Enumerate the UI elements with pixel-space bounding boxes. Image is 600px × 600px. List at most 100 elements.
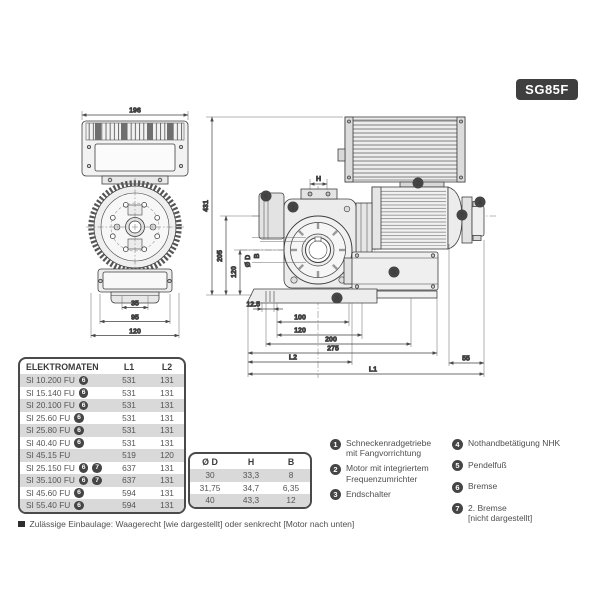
svg-text:2: 2 xyxy=(416,180,420,187)
dim-label: 120 xyxy=(294,328,306,335)
l2-cell: 131 xyxy=(160,462,174,473)
l2-cell: 131 xyxy=(160,387,174,398)
dim-label: 55 xyxy=(462,356,470,363)
dim-label: 100 xyxy=(294,315,306,322)
l1-cell: 594 xyxy=(122,487,136,498)
callout-badge: 5 xyxy=(452,460,463,471)
table-row: 31,75 34,7 6,35 xyxy=(190,482,310,495)
dim-label: 205 xyxy=(217,250,224,262)
legend-item-text: 2. Bremse [nicht dargestellt] xyxy=(468,502,533,523)
model-label: SI 25.80 FU xyxy=(26,425,71,436)
shaft-cell: 31,75 xyxy=(199,482,221,493)
column-header: L2 xyxy=(161,361,173,372)
shaft-cell: 40 xyxy=(205,495,215,506)
callout-badge: 6 xyxy=(452,481,463,493)
model-label: SI 45.15 FU xyxy=(26,450,71,461)
l2-cell: 131 xyxy=(160,437,174,448)
table-row: 40 43,3 12 xyxy=(190,494,310,507)
model-label: SI 15.140 FU xyxy=(26,387,75,398)
callout-badge: 6 xyxy=(74,413,84,423)
dim-label: Ø D xyxy=(245,255,252,267)
callout-badge: 7 xyxy=(452,503,463,514)
callout-badge: 6 xyxy=(74,425,84,435)
column-header: Ø D xyxy=(202,456,218,467)
l1-cell: 531 xyxy=(122,425,136,436)
model-label: SI 35.100 FU xyxy=(26,475,75,486)
l1-cell: 531 xyxy=(122,375,136,386)
callout-badge: 1 xyxy=(330,438,341,450)
column-header: ELEKTROMATEN xyxy=(26,361,99,372)
callout-badge: 6 xyxy=(78,388,89,398)
shaft-cell: 33,3 xyxy=(242,470,260,481)
legend-item-text: Pendelfuß xyxy=(468,459,507,470)
shaft-cell: 12 xyxy=(286,495,296,506)
callout-6: 6 xyxy=(260,190,272,202)
dim-label: L1 xyxy=(369,367,377,374)
dim-label: B xyxy=(254,253,261,258)
svg-text:7: 7 xyxy=(460,212,464,219)
svg-text:6: 6 xyxy=(264,193,268,200)
dim-label: L2 xyxy=(289,355,297,362)
l2-cell: 131 xyxy=(160,500,174,511)
l2-cell: 131 xyxy=(160,375,174,386)
shaft-cell: 6,35 xyxy=(282,482,300,493)
models-table-header: ELEKTROMATEN L1 L2 xyxy=(20,359,184,374)
callout-badge: 7 xyxy=(92,463,102,473)
l1-cell: 531 xyxy=(122,387,136,398)
callout-5: 5 xyxy=(331,292,343,304)
dim-label: 120 xyxy=(231,266,238,278)
dim-label: 275 xyxy=(327,346,339,353)
l2-cell: 131 xyxy=(160,425,174,436)
shaft-cell: 43,3 xyxy=(242,495,260,506)
model-cell: SI 45.15 FU xyxy=(20,450,108,460)
l2-cell: 131 xyxy=(160,487,174,498)
mounting-note: Zulässige Einbaulage: Waagerecht [wie da… xyxy=(18,519,354,529)
model-label: SI 25.60 FU xyxy=(26,412,71,423)
legend-item-text: Nothandbetätigung NHK xyxy=(468,438,561,448)
model-label: SI 45.60 FU xyxy=(26,487,71,498)
dim-label: 12.5 xyxy=(246,302,260,309)
callout-3: 3 xyxy=(388,266,400,278)
l1-cell: 637 xyxy=(122,462,136,473)
shaft-cell: 34,7 xyxy=(242,482,260,493)
callout-badge: 7 xyxy=(92,475,102,485)
callout-2: 2 xyxy=(412,177,424,189)
callout-badge: 6 xyxy=(78,375,89,385)
callout-badge: 6 xyxy=(74,488,84,498)
callout-badge: 3 xyxy=(330,489,341,501)
dim-label: 200 xyxy=(325,337,337,344)
svg-text:3: 3 xyxy=(392,269,396,276)
callout-4: 4 xyxy=(474,196,486,208)
dim-label: 95 xyxy=(131,315,139,322)
l1-cell: 637 xyxy=(122,475,136,486)
l2-cell: 120 xyxy=(160,450,174,461)
l1-cell: 594 xyxy=(122,500,136,511)
callouts: 1 2 3 4 5 6 7 xyxy=(260,177,486,304)
callout-badge: 6 xyxy=(78,400,89,410)
square-bullet-icon xyxy=(18,520,25,527)
callout-badge: 6 xyxy=(78,463,89,473)
dim-label: 120 xyxy=(129,329,141,336)
callout-badge: 2 xyxy=(330,463,341,475)
type-badge: SG85F xyxy=(516,79,578,100)
model-label: SI 40.40 FU xyxy=(26,437,71,448)
